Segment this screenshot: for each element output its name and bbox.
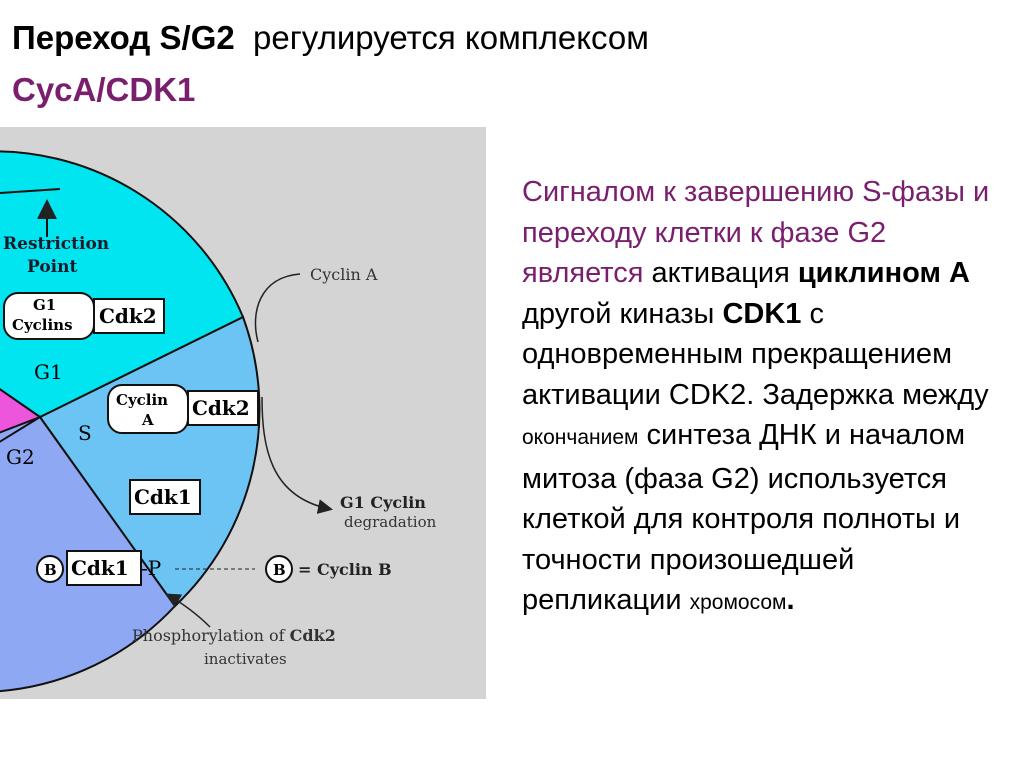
slide-title: Переход S/G2 регулируется комплексом Cyc…	[12, 12, 1012, 116]
cell-cycle-diagram: Restriction Point G1 Cyclins Cdk2 G1 S G…	[0, 127, 486, 699]
svg-text:A: A	[141, 411, 154, 429]
cyclin-b-legend: = Cyclin B	[298, 560, 392, 579]
cdk2-box-s	[187, 390, 259, 426]
title-complex: CycA/CDK1	[12, 71, 196, 108]
g2-phase-label: G2	[6, 445, 35, 469]
cyclin-b-circle	[36, 555, 64, 583]
svg-text:Cyclin: Cyclin	[116, 391, 168, 409]
svg-text:-P: -P	[141, 556, 161, 580]
svg-text:Cdk1: Cdk1	[71, 556, 129, 580]
svg-text:Cdk2: Cdk2	[192, 396, 250, 420]
g1-phase-label: G1	[34, 360, 63, 384]
m-sector	[0, 388, 43, 434]
svg-text:inactivates: inactivates	[204, 650, 287, 668]
cdk1-box-s	[129, 479, 201, 515]
cyclin-a-label: Cyclin A	[310, 265, 378, 284]
title-bold: Переход S/G2	[12, 19, 235, 56]
g1-cyclin-degradation-label: G1 Cyclin	[340, 493, 426, 512]
svg-text:Cdk1: Cdk1	[134, 485, 192, 509]
restriction-point-label-2: Point	[27, 257, 77, 277]
s-phase-label: S	[78, 421, 92, 445]
g1-sector	[0, 150, 245, 419]
svg-text:B: B	[273, 561, 286, 579]
svg-text:Cyclins: Cyclins	[12, 316, 73, 334]
cdk1-box-g2	[66, 550, 142, 586]
s-sector	[38, 315, 261, 608]
svg-text:G1: G1	[33, 296, 56, 314]
svg-text:Cdk2: Cdk2	[99, 304, 157, 328]
phosphorylation-label: Phosphorylation of Cdk2	[132, 626, 336, 645]
restriction-point-label: Restriction	[3, 234, 109, 254]
svg-text:B: B	[44, 561, 57, 579]
svg-text:degradation: degradation	[344, 513, 437, 531]
title-rest: регулируется комплексом	[234, 19, 649, 56]
cdk2-box-g1	[93, 298, 165, 334]
explanation-text: Сигналом к завершению S-фазы и переходу …	[522, 176, 990, 616]
legend-b-circle	[265, 555, 293, 583]
